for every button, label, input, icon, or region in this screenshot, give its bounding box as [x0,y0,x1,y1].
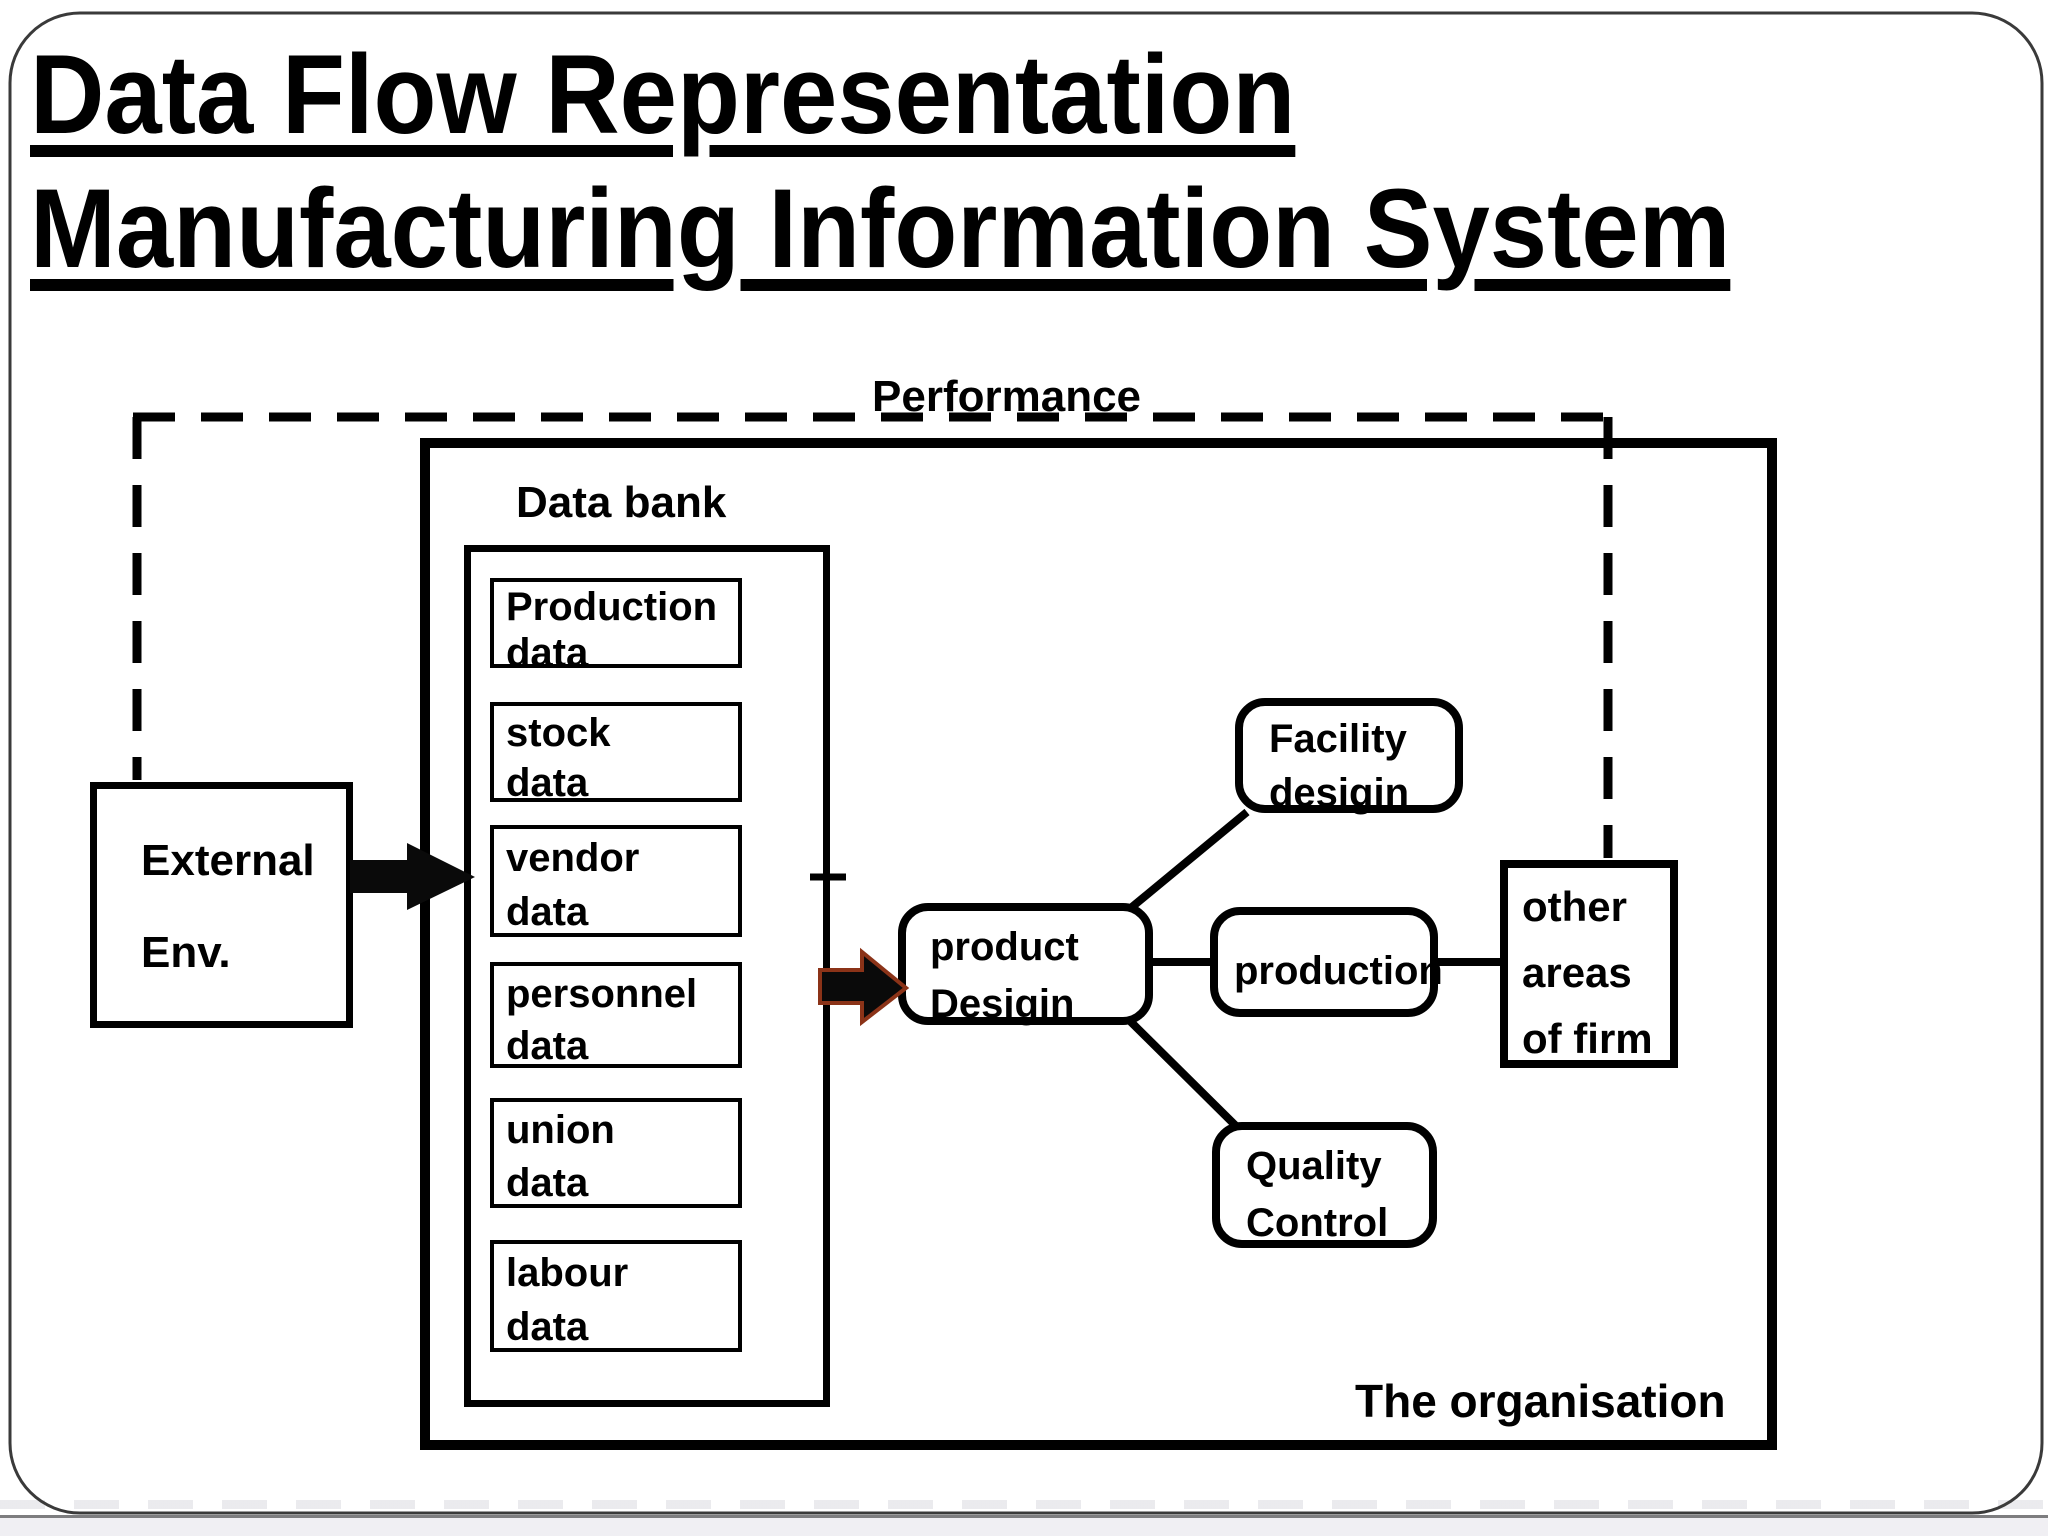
node-other-areas-of-firm: other areas of firm [1500,860,1678,1068]
node-label: Quality [1246,1144,1382,1188]
databank-item-stock-data: stock data [490,702,742,805]
databank-item-line: stock [506,711,611,755]
databank-item-line: data [506,761,589,805]
node-product-design: product Desigin [898,903,1153,1026]
node-label: areas [1522,949,1632,996]
databank-item-line: vendor [506,836,640,880]
databank-label: Data bank [516,478,727,527]
external-env-line: Env. [141,928,231,977]
databank-item-union-data: union data [490,1098,742,1208]
databank-item-line: personnel [506,972,698,1016]
databank-item-line: data [506,890,589,934]
node-production: production [1210,907,1443,1017]
node-label: Facility [1269,717,1407,761]
node-label: of firm [1522,1015,1653,1062]
node-label: desigin [1269,771,1410,815]
slide-title: Data Flow Representation Manufacturing I… [30,28,1730,296]
node-label: other [1522,883,1627,930]
footer-dash-texture [0,1500,2048,1509]
databank-item-line: data [506,1161,589,1205]
databank-item-line: union [506,1108,615,1152]
node-label: Desigin [930,982,1075,1026]
node-quality-control: Quality Control [1212,1122,1437,1248]
databank-item-line: Production [506,585,718,629]
databank-item-personnel-data: personnel data [490,962,742,1068]
databank-item-line: labour [506,1251,629,1295]
slide-title-line2: Manufacturing Information System [30,166,1731,291]
databank-item-production-data: Production data [490,578,742,675]
slide-title-line1: Data Flow Representation [30,32,1296,157]
external-env-box: External Env. [90,782,353,1028]
performance-label: Performance [872,372,1142,421]
footer-strip [0,1515,2048,1536]
databank-item-line: data [506,1024,589,1068]
node-label: production [1234,949,1443,993]
node-label: product [930,925,1079,969]
databank-item-vendor-data: vendor data [490,825,742,937]
external-env-line: External [141,836,315,885]
databank-item-line: data [506,631,589,675]
node-label: Control [1246,1201,1389,1245]
databank-item-labour-data: labour data [490,1240,742,1352]
databank-item-line: data [506,1305,589,1349]
organisation-label: The organisation [1355,1375,1726,1427]
node-facility-design: Facility desigin [1235,698,1463,815]
